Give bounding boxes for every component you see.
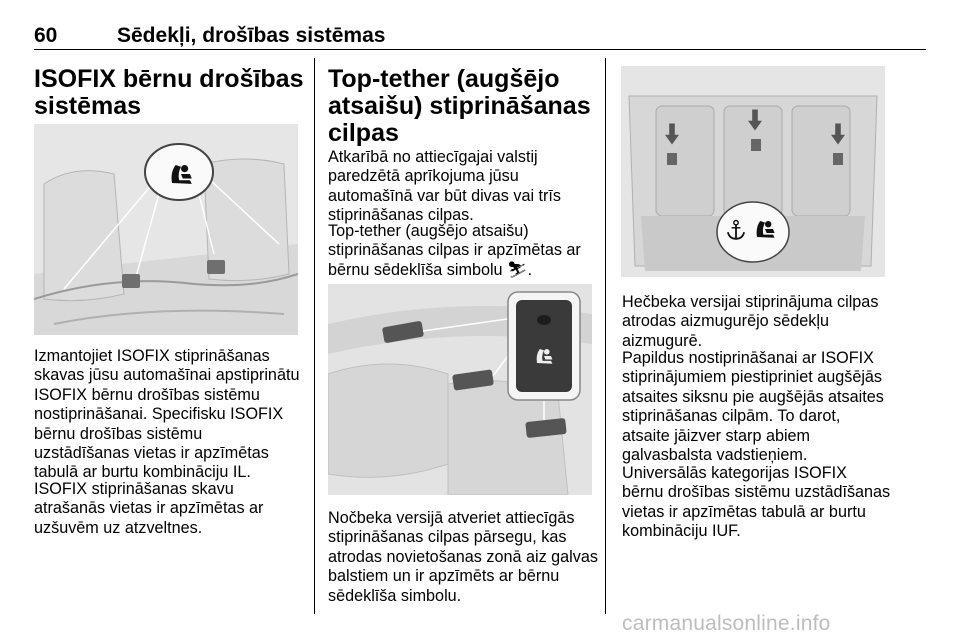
isofix-seat-drawing xyxy=(34,124,298,335)
hatchback-illustration xyxy=(621,66,885,277)
column-divider-left xyxy=(314,58,315,614)
notchback-paragraph: Nočbeka versijā atveriet attiecīgās stip… xyxy=(328,509,598,605)
isofix-seat-illustration xyxy=(34,124,298,335)
hatchback-paragraph-1: Hečbeka versijai stiprinājuma cilpas atr… xyxy=(622,293,879,350)
arrow-down-icon xyxy=(831,123,845,145)
section-title: Sēdekļi, drošības sistēmas xyxy=(117,24,386,47)
child-seat-icon xyxy=(756,221,775,238)
page-number: 60 xyxy=(34,24,58,47)
hatchback-paragraph-2: Papildus nostiprināšanai ar ISOFIX stipr… xyxy=(622,349,884,465)
isofix-paragraph-1: Izmantojiet ISOFIX stiprināšanas skavas … xyxy=(34,347,300,482)
page-header: 60 Sēdekļi, drošības sistēmas xyxy=(34,20,926,50)
arrow-down-icon xyxy=(665,123,679,145)
notchback-illustration xyxy=(328,284,592,495)
isofix-heading: ISOFIX bērnu drošības sistēmas xyxy=(34,65,304,120)
column-divider-right xyxy=(605,58,606,614)
child-seat-icon xyxy=(171,165,192,184)
arrow-down-icon xyxy=(748,109,762,131)
top-tether-heading: Top-tether (augšējo atsaišu) stiprināšan… xyxy=(328,65,591,147)
notchback-drawing xyxy=(328,284,592,495)
child-seat-icon xyxy=(536,349,553,364)
hatchback-paragraph-3: Universālās kategorijas ISOFIX bērnu dro… xyxy=(622,464,891,541)
top-tether-paragraph-1: Atkarībā no attiecīgajai valstij paredzē… xyxy=(328,148,562,225)
watermark: carmanualsonline.info xyxy=(622,612,831,635)
top-tether-paragraph-2: Top-tether (augšējo atsaišu) stiprināšan… xyxy=(328,222,581,279)
anchor-icon xyxy=(727,219,745,240)
isofix-paragraph-2: ISOFIX stiprināšanas skavu atrašanās vie… xyxy=(34,480,264,537)
